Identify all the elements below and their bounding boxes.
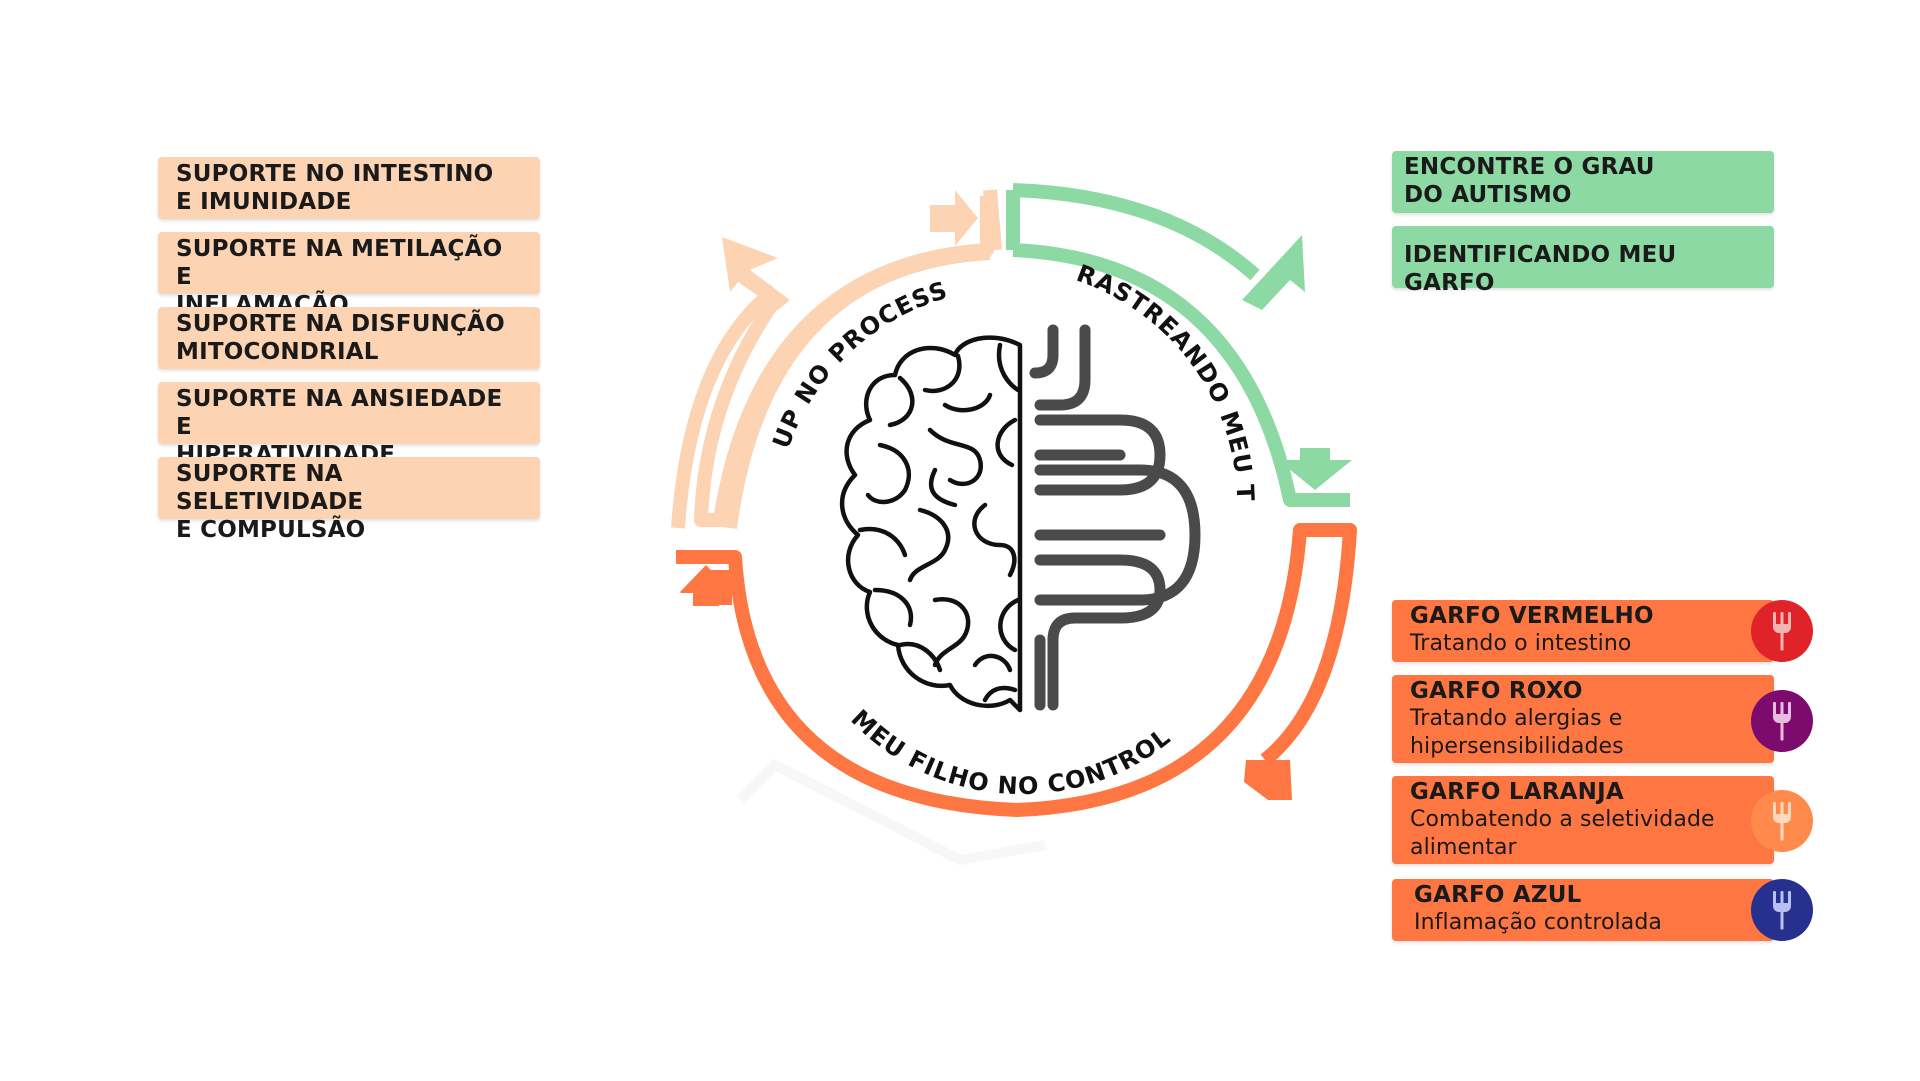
fork-title: GARFO LARANJA xyxy=(1410,779,1624,805)
support-box-anxiety: SUPORTE NA ANSIEDADE E HIPERATIVIDADE xyxy=(158,382,540,468)
fork-box-blue: GARFO AZUL Inflamação controlada xyxy=(1392,879,1774,941)
fork-description: Combatendo a seletividade xyxy=(1410,807,1715,832)
support-box-selectivity: SUPORTE NA SELETIVIDADE E COMPULSÃO xyxy=(158,457,540,543)
support-box-line: E COMPULSÃO xyxy=(176,517,366,543)
purple-fork-icon xyxy=(1751,690,1813,752)
intestine-icon xyxy=(1029,324,1201,711)
identify-fork-box: IDENTIFICANDO MEU GARFO xyxy=(1392,226,1774,296)
orange-fork-icon xyxy=(1751,790,1813,852)
peach-small-arrow-icon xyxy=(930,190,978,246)
fork-box-purple: GARFO ROXO Tratando alergias e hipersens… xyxy=(1392,675,1774,763)
support-box-line: SUPORTE NO INTESTINO xyxy=(176,161,494,187)
support-box-line: MITOCONDRIAL xyxy=(176,339,379,365)
green-down-arrow-icon xyxy=(1278,448,1352,490)
peach-arrowhead-icon xyxy=(722,237,790,310)
red-fork-icon xyxy=(1751,600,1813,662)
support-box-line: SUPORTE NA SELETIVIDADE xyxy=(176,461,364,515)
autism-degree-box: ENCONTRE O GRAU DO AUTISMO xyxy=(1392,151,1774,213)
orange-cycle-arrow xyxy=(676,523,1357,817)
brain-icon xyxy=(839,335,1023,713)
green-arrowhead-icon xyxy=(1242,235,1305,310)
fork-description: hipersensibilidades xyxy=(1410,734,1624,759)
green-box-line: IDENTIFICANDO MEU GARFO xyxy=(1404,242,1677,296)
blue-fork-icon xyxy=(1751,879,1813,941)
support-box-line: E IMUNIDADE xyxy=(176,189,352,215)
fork-description: Tratando alergias e xyxy=(1410,706,1623,731)
support-box-intestine: SUPORTE NO INTESTINO E IMUNIDADE xyxy=(158,157,540,219)
green-cycle-arrow xyxy=(1012,183,1260,281)
fork-box-orange: GARFO LARANJA Combatendo a seletividade … xyxy=(1392,776,1774,864)
support-box-line: SUPORTE NA ANSIEDADE E xyxy=(176,386,503,440)
support-box-mitochondrial: SUPORTE NA DISFUNÇÃO MITOCONDRIAL xyxy=(158,307,540,369)
fork-description: alimentar xyxy=(1410,835,1517,860)
fork-title: GARFO AZUL xyxy=(1414,882,1582,908)
fork-title: GARFO VERMELHO xyxy=(1410,603,1654,629)
orange-arrowhead-icon xyxy=(1244,760,1292,800)
label-up-no-processo: UP NO PROCESSO xyxy=(0,0,951,452)
fork-title: GARFO ROXO xyxy=(1410,678,1583,704)
support-box-line: SUPORTE NA DISFUNÇÃO xyxy=(176,311,505,337)
green-box-line: DO AUTISMO xyxy=(1404,182,1572,208)
fork-box-red: GARFO VERMELHO Tratando o intestino xyxy=(1392,600,1774,662)
ghost-stroke xyxy=(736,758,1046,866)
green-box-line: ENCONTRE O GRAU xyxy=(1404,154,1655,180)
fork-description: Inflamação controlada xyxy=(1414,910,1662,935)
support-box-line: SUPORTE NA METILAÇÃO E xyxy=(176,236,503,290)
fork-description: Tratando o intestino xyxy=(1410,631,1632,656)
